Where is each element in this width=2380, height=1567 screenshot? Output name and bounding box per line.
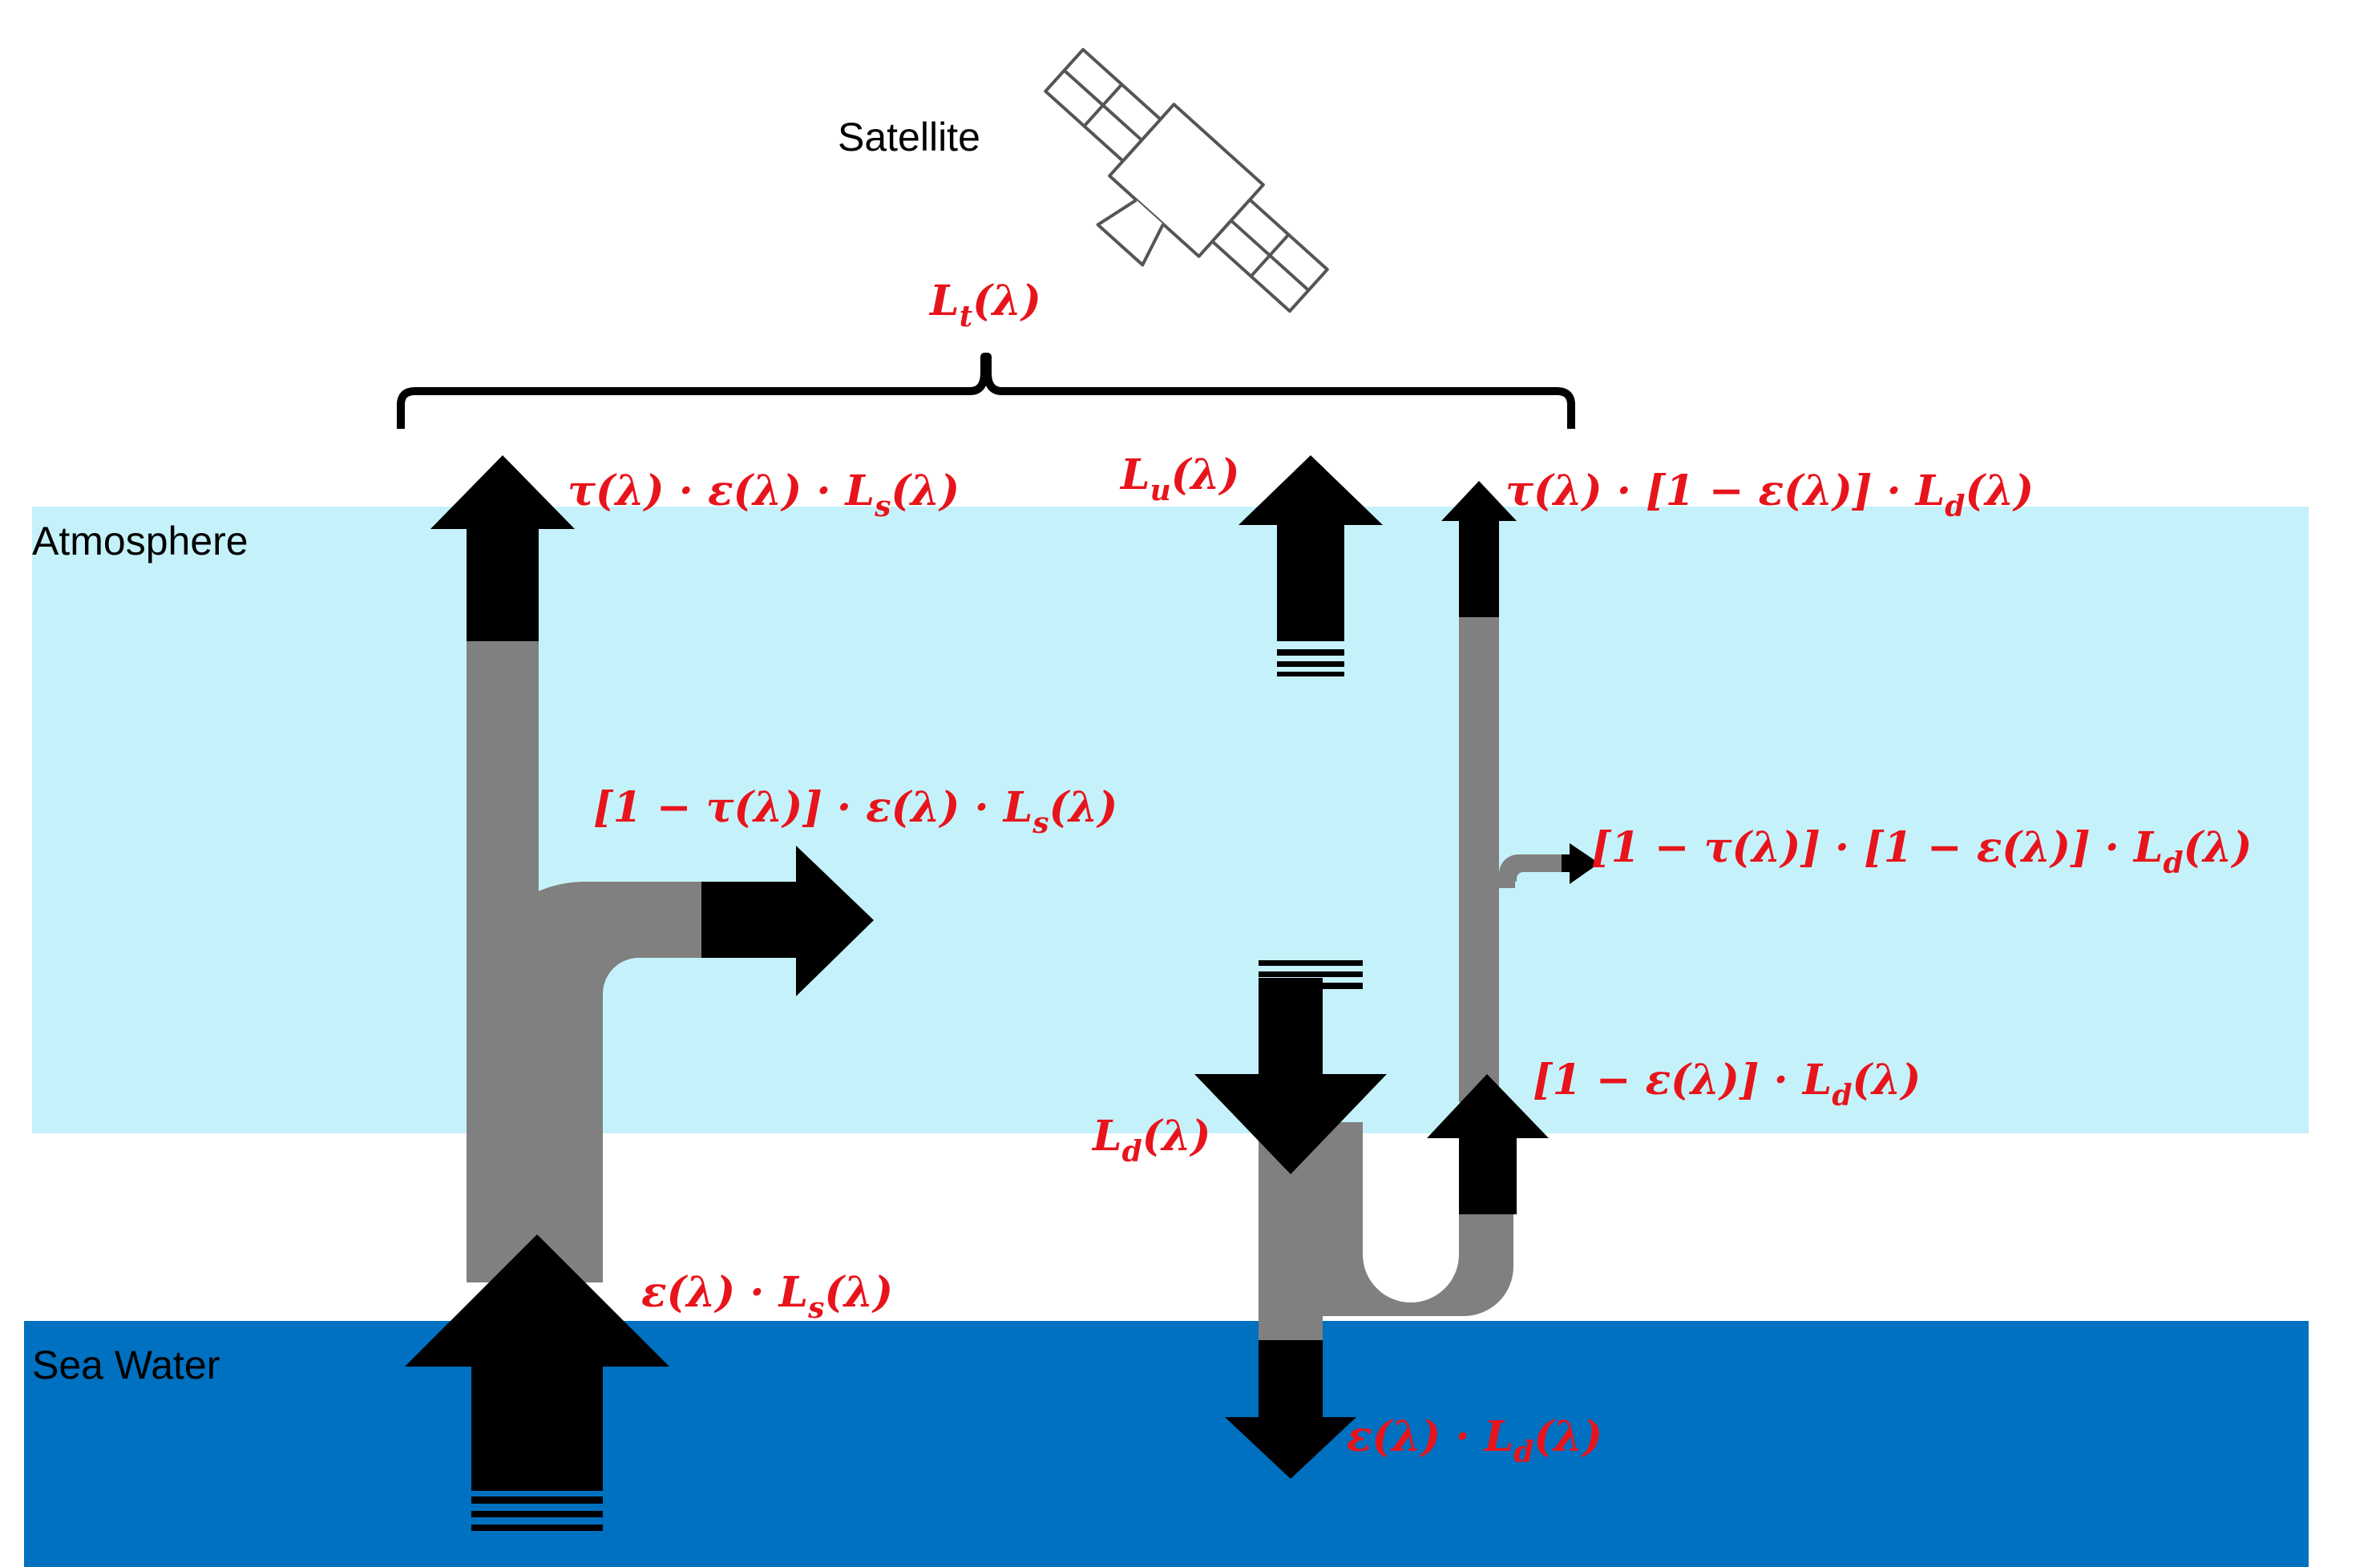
transmitted-emission-arrow bbox=[430, 455, 575, 641]
surface-emission-label: ε(λ) · Ls(λ) bbox=[641, 1268, 893, 1325]
total-radiance-label: Lt(λ) bbox=[928, 277, 1041, 333]
atmosphere-layer bbox=[32, 507, 2309, 1133]
surface-emission-arrow bbox=[405, 1234, 669, 1491]
satellite-icon bbox=[1044, 47, 1329, 313]
downwelling-radiance-label: Ld(λ) bbox=[1091, 1112, 1210, 1169]
reflected-label: [1 − ε(λ)] · Ld(λ) bbox=[1533, 1056, 1921, 1113]
absorbed-by-water-label: ε(λ) · Ld(λ) bbox=[1347, 1412, 1602, 1469]
sea-water-label: Sea Water bbox=[32, 1343, 220, 1387]
surface-emission-path bbox=[405, 455, 874, 1531]
reflected-arrow bbox=[1427, 1074, 1549, 1214]
downwelling-arrow bbox=[1194, 978, 1387, 1174]
transmitted-reflected-label: τ(λ) · [1 − ε(λ)] · Ld(λ) bbox=[1505, 466, 2034, 523]
transmitted-emission-label: τ(λ) · ε(λ) · Ls(λ) bbox=[568, 466, 960, 523]
upwelling-radiance-label: Lu(λ) bbox=[1119, 450, 1239, 507]
absorbed-reflected-label: [1 − τ(λ)] · [1 − ε(λ)] · Ld(λ) bbox=[1591, 823, 2252, 880]
upwelling-radiance-arrow bbox=[1238, 455, 1383, 676]
satellite-label: Satellite bbox=[838, 115, 980, 160]
absorbed-reflected-arrow bbox=[1562, 843, 1599, 884]
absorbed-by-water-arrow bbox=[1225, 1340, 1356, 1479]
absorbed-emission-label: [1 − τ(λ)] · ε(λ) · Ls(λ) bbox=[593, 783, 1117, 840]
downwelling-reflection-path bbox=[1194, 481, 1599, 1479]
total-radiance-brace bbox=[397, 353, 1575, 429]
sea-water-layer bbox=[24, 1321, 2309, 1567]
atmosphere-label: Atmosphere bbox=[32, 519, 249, 563]
transmitted-reflected-arrow bbox=[1441, 481, 1517, 617]
absorbed-emission-arrow bbox=[701, 846, 874, 996]
